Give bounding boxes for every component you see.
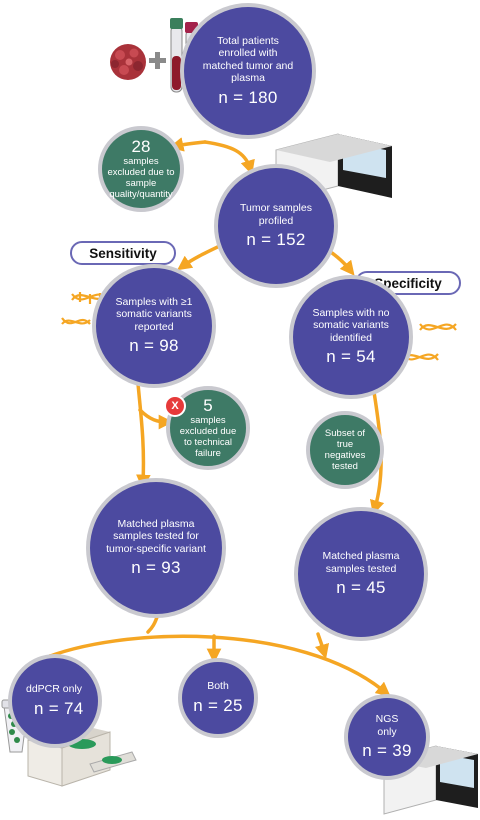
node-value: n = 74 [34, 698, 84, 718]
plus-icon [149, 52, 166, 69]
node-label: Tumor samples profiled [240, 202, 312, 227]
node-label: ddPCR only [26, 683, 83, 696]
arrow-sensitivity-down [135, 370, 151, 490]
exclusion-x-icon: X [164, 395, 186, 417]
arrow-merge-right [314, 632, 330, 660]
node-tumor-profiled: Tumor samples profiled n = 152 [214, 164, 338, 288]
node-ddpcr-only: ddPCR only n = 74 [8, 654, 102, 748]
node-label: Samples with no somatic variants identif… [312, 306, 390, 344]
arrow-to-technical-exclusion [138, 408, 174, 430]
node-excluded-quality: 28 samples excluded due to sample qualit… [98, 126, 184, 212]
arrow-total-to-profiled [203, 140, 255, 176]
node-value: n = 39 [362, 741, 412, 760]
arrow-total-to-excluded [168, 137, 207, 152]
node-label: Matched plasma samples tested for tumor-… [106, 517, 206, 555]
node-label: Samples with ≥1 somatic variants reporte… [115, 295, 193, 333]
node-count: 5 [203, 396, 213, 415]
node-both: Both n = 25 [178, 658, 258, 738]
node-true-negatives: Subset of true negatives tested [306, 411, 384, 489]
node-label: Both [207, 680, 229, 693]
node-label: samples excluded due to technical failur… [179, 415, 237, 459]
node-value: n = 98 [129, 336, 179, 356]
node-total-patients: Total patients enrolled with matched tum… [180, 3, 316, 139]
node-value: n = 152 [246, 230, 306, 249]
node-value: n = 25 [193, 695, 243, 715]
node-plasma-tested: Matched plasma samples tested n = 45 [294, 507, 428, 641]
node-label: Total patients enrolled with matched tum… [202, 34, 294, 85]
node-with-variants: Samples with ≥1 somatic variants reporte… [92, 264, 216, 388]
node-ngs-only: NGS only n = 39 [344, 694, 430, 780]
tumor-icon [110, 44, 146, 80]
node-count: 28 [131, 137, 151, 156]
node-no-variants: Samples with no somatic variants identif… [289, 275, 413, 399]
node-value: n = 93 [131, 558, 181, 578]
node-label: samples excluded due to sample quality/q… [107, 156, 175, 200]
node-value: n = 54 [326, 347, 376, 367]
node-value: n = 45 [336, 578, 386, 597]
node-plasma-tumor-specific: Matched plasma samples tested for tumor-… [86, 478, 226, 618]
node-label: Matched plasma samples tested [322, 550, 400, 575]
arrow-spread [38, 634, 391, 697]
node-value: n = 180 [218, 87, 278, 107]
node-label: Subset of true negatives tested [324, 428, 366, 472]
node-label: NGS only [375, 713, 399, 738]
sensitivity-tag: Sensitivity [70, 241, 176, 265]
